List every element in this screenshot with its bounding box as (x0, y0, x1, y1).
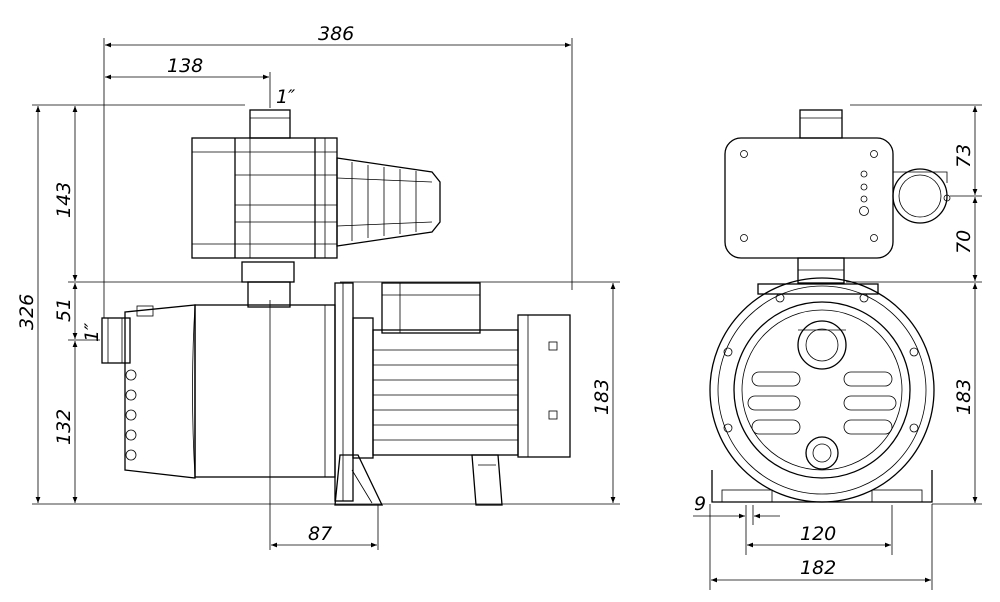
dim-base-width: 182 (800, 557, 836, 579)
front-view: 73 70 183 9 120 182 (693, 104, 982, 590)
dim-outlet-thread: 1″ (276, 86, 295, 108)
motor-side (352, 282, 571, 506)
dim-motor-height-side: 183 (591, 379, 613, 415)
dim-pipe-height: 51 (53, 298, 75, 322)
side-dimension-lines (35, 42, 616, 548)
side-extension-lines (32, 38, 620, 550)
dim-foot-slot: 9 (694, 493, 706, 515)
side-view: 386 138 1″ 326 143 51 1″ 132 183 87 (16, 23, 620, 550)
dim-switch-upper-front: 73 (953, 144, 975, 168)
dim-overall-length: 386 (318, 23, 354, 45)
pressure-switch-front (724, 109, 951, 284)
dim-inlet-height: 132 (53, 409, 75, 445)
front-extension-lines (709, 104, 982, 590)
pump-casing-front (709, 277, 935, 503)
dim-switch-lower-front: 70 (953, 230, 975, 254)
dim-foot-offset: 87 (308, 523, 332, 545)
dim-inlet-thread: 1″ (81, 323, 103, 342)
pressure-switch-side (191, 109, 441, 308)
dim-total-height: 326 (16, 294, 38, 330)
dim-foot-spacing: 120 (800, 523, 836, 545)
dim-motor-height-front: 183 (953, 379, 975, 415)
front-dimension-lines (693, 106, 978, 583)
dim-outlet-offset: 138 (167, 55, 203, 77)
pump-body-side (101, 282, 384, 506)
dim-switch-height: 143 (53, 182, 75, 218)
